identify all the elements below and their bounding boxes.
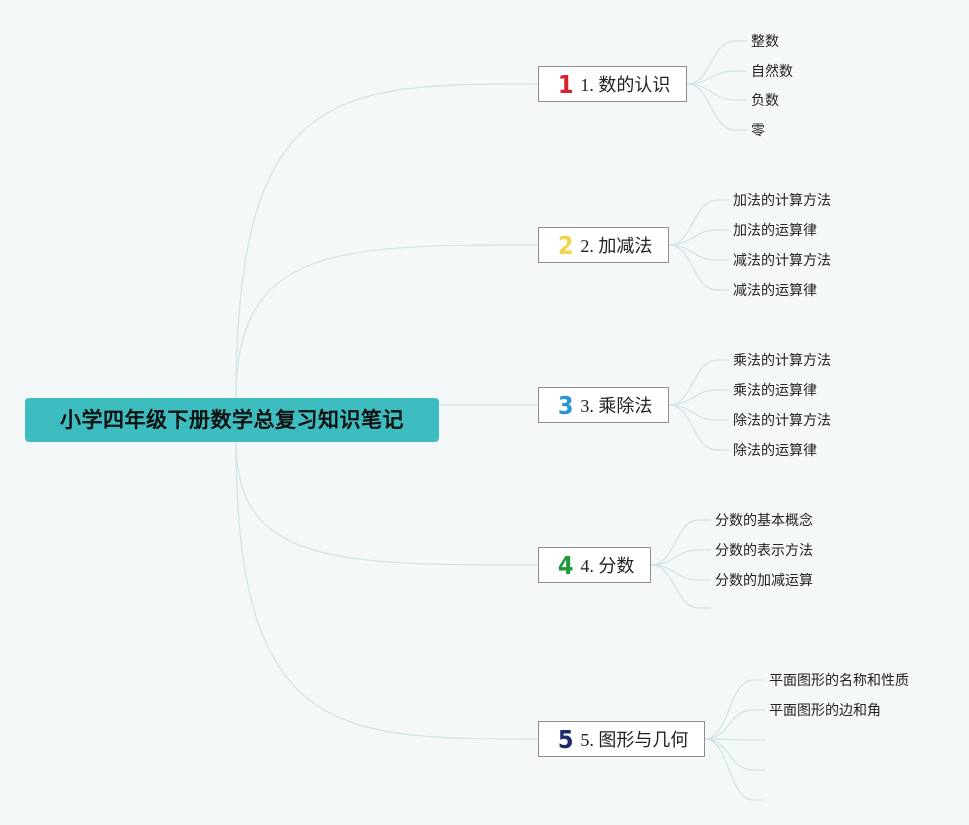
connector-curve bbox=[686, 40, 736, 85]
leaf-zero[interactable]: 零 bbox=[751, 123, 765, 139]
connector-curve bbox=[650, 519, 700, 566]
branch-label: 2. 加减法 bbox=[580, 236, 653, 256]
connector-curve bbox=[235, 244, 539, 399]
branch-label: 5. 图形与几何 bbox=[580, 730, 689, 750]
branch-label: 1. 数的认识 bbox=[580, 75, 671, 95]
connector-curve bbox=[704, 679, 754, 740]
leaf-subtraction-method[interactable]: 减法的计算方法 bbox=[733, 253, 831, 269]
branch-node-number-recognition[interactable]: 1 1. 数的认识 bbox=[538, 66, 687, 102]
leaf-addition-method[interactable]: 加法的计算方法 bbox=[733, 193, 831, 209]
branch-node-multiplication-division[interactable]: 3 3. 乘除法 bbox=[538, 387, 669, 423]
connector-curve bbox=[668, 389, 718, 406]
branch-label: 3. 乘除法 bbox=[580, 396, 653, 416]
connector-curve bbox=[704, 738, 754, 771]
number-1-icon: 1 bbox=[557, 69, 574, 99]
root-node[interactable]: 小学四年级下册数学总复习知识笔记 bbox=[25, 398, 439, 442]
connector-curve bbox=[686, 83, 736, 101]
leaf-integer[interactable]: 整数 bbox=[751, 34, 779, 50]
connector-curve bbox=[686, 70, 736, 85]
leaf-fraction-concept[interactable]: 分数的基本概念 bbox=[715, 513, 813, 529]
leaf-multiplication-laws[interactable]: 乘法的运算律 bbox=[733, 383, 817, 399]
leaf-subtraction-laws[interactable]: 减法的运算律 bbox=[733, 283, 817, 299]
leaf-multiplication-method[interactable]: 乘法的计算方法 bbox=[733, 353, 831, 369]
connector-curve bbox=[668, 404, 718, 451]
connector-curve bbox=[668, 244, 718, 291]
connector-curve bbox=[704, 709, 754, 740]
connector-curve bbox=[668, 199, 718, 246]
leaf-natural-number[interactable]: 自然数 bbox=[751, 64, 793, 80]
branch-node-fractions[interactable]: 4 4. 分数 bbox=[538, 547, 651, 583]
connector-curve bbox=[650, 564, 700, 581]
connector-curve bbox=[235, 441, 539, 740]
connector-curve bbox=[704, 738, 754, 801]
branch-label: 4. 分数 bbox=[580, 556, 635, 576]
leaf-fraction-addition-subtraction[interactable]: 分数的加减运算 bbox=[715, 573, 813, 589]
leaf-negative-number[interactable]: 负数 bbox=[751, 93, 779, 109]
connector-curve bbox=[235, 441, 539, 566]
leaf-division-method[interactable]: 除法的计算方法 bbox=[733, 413, 831, 429]
leaf-plane-figure-names[interactable]: 平面图形的名称和性质 bbox=[769, 673, 909, 689]
leaf-addition-laws[interactable]: 加法的运算律 bbox=[733, 223, 817, 239]
connector-curve bbox=[650, 549, 700, 566]
branch-node-addition-subtraction[interactable]: 2 2. 加减法 bbox=[538, 227, 669, 263]
connector-curve bbox=[650, 564, 700, 609]
number-2-icon: 2 bbox=[557, 230, 574, 260]
connector-curve bbox=[686, 83, 736, 131]
connector-curve bbox=[668, 359, 718, 406]
number-3-icon: 3 bbox=[557, 390, 574, 420]
leaf-division-laws[interactable]: 除法的运算律 bbox=[733, 443, 817, 459]
number-4-icon: 4 bbox=[557, 550, 574, 580]
leaf-plane-figure-sides-angles[interactable]: 平面图形的边和角 bbox=[769, 703, 881, 719]
number-5-icon: 5 bbox=[557, 724, 574, 754]
leaf-fraction-representation[interactable]: 分数的表示方法 bbox=[715, 543, 813, 559]
connector-curve bbox=[235, 83, 539, 399]
branch-node-shapes-geometry[interactable]: 5 5. 图形与几何 bbox=[538, 721, 705, 757]
connector-curve bbox=[668, 229, 718, 246]
